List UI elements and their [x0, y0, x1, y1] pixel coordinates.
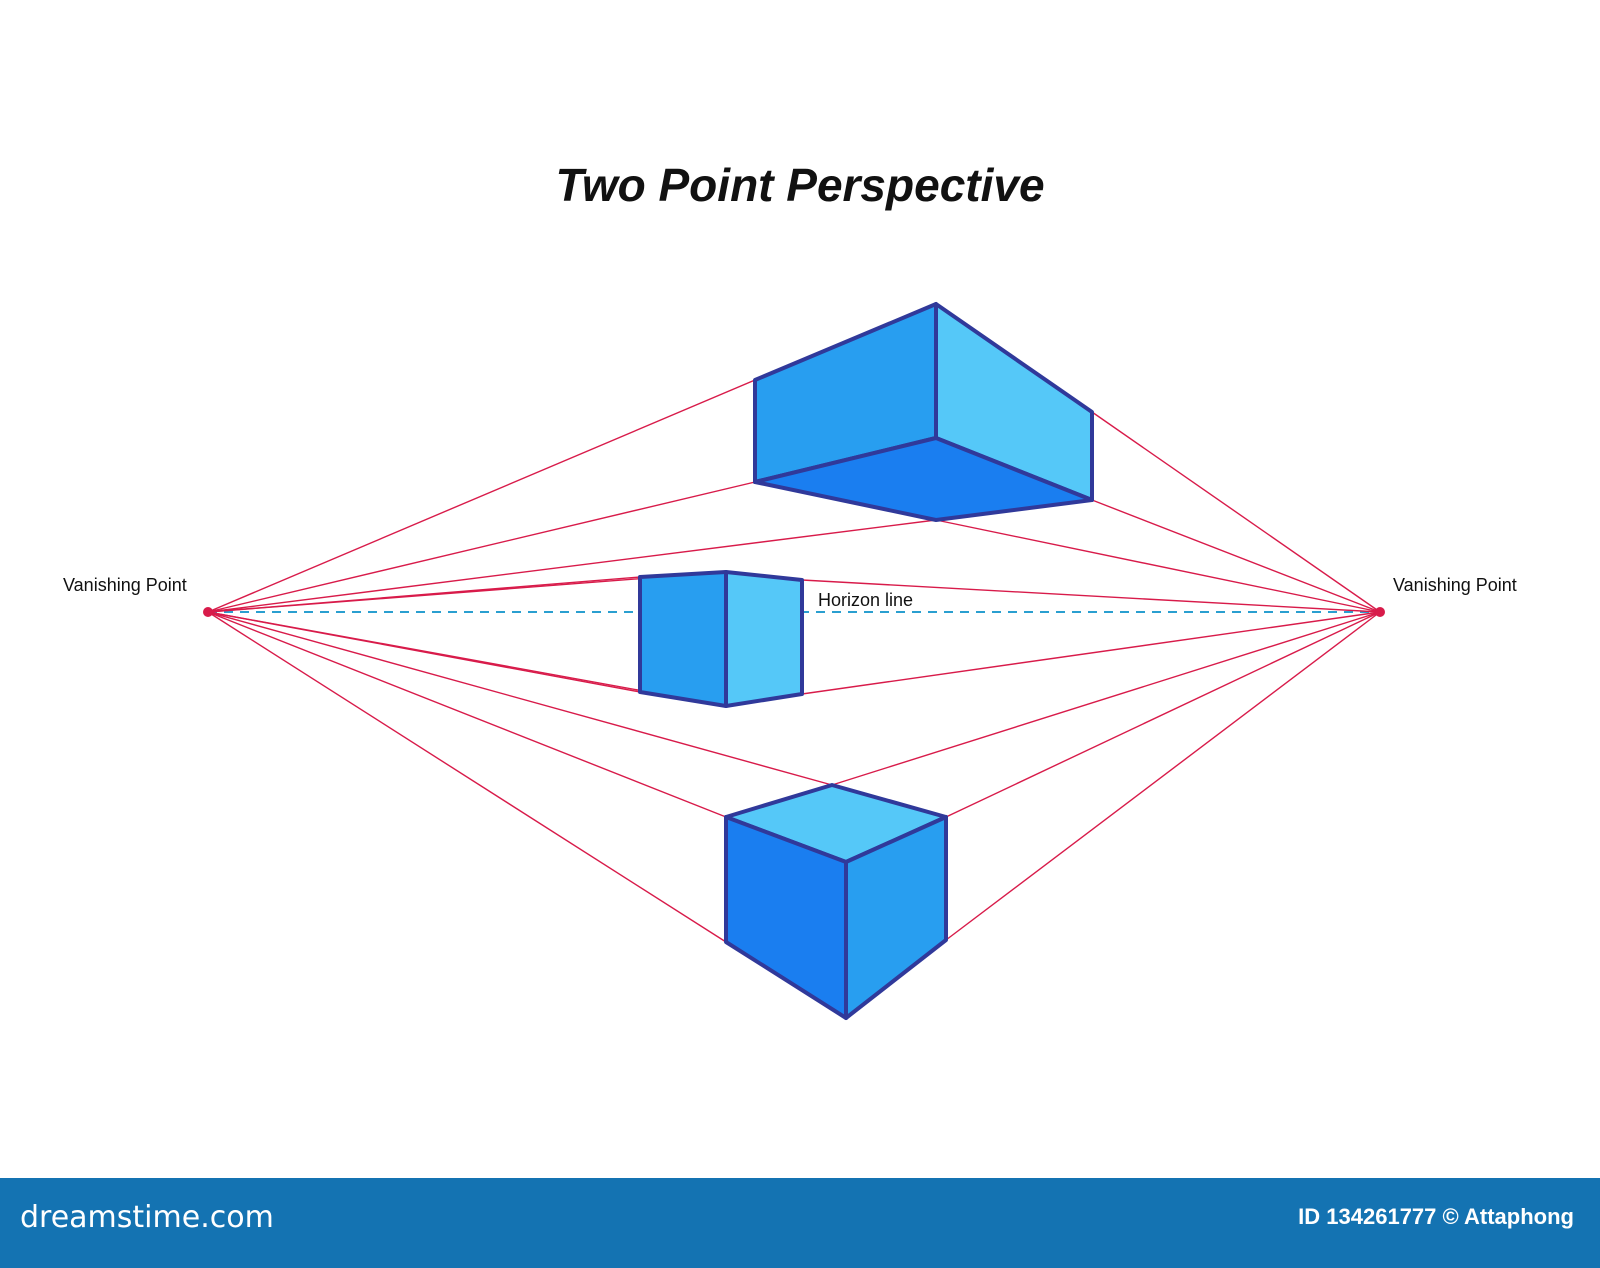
vanishing-point-right-marker	[1375, 607, 1385, 617]
vanishing-point-left-label: Vanishing Point	[63, 575, 187, 595]
footer-credit: ID 134261777 © Attaphong	[1298, 1204, 1574, 1229]
footer-bar: dreamstime.com ID 134261777 © Attaphong	[0, 1178, 1600, 1268]
guide-line	[207, 611, 727, 818]
guide-line	[1091, 499, 1381, 613]
right-guide-lines	[801, 411, 1381, 941]
box-top-bottom-face	[753, 436, 1094, 522]
box-bottom-right-face	[844, 815, 948, 1020]
left-guide-lines	[207, 379, 937, 943]
horizon-line-label: Horizon line	[818, 590, 914, 610]
box-middle-left-face	[638, 570, 728, 708]
guide-line	[207, 576, 641, 613]
guide-line	[801, 579, 1381, 613]
vanishing-point-left-marker	[203, 607, 213, 617]
guide-line	[207, 611, 833, 786]
guide-line	[207, 611, 727, 943]
footer-brand-logo: dreamstime.com	[20, 1200, 274, 1235]
vanishing-point-right-label: Vanishing Point	[1393, 575, 1517, 595]
guide-line	[935, 519, 1381, 613]
diagram-title: Two Point Perspective	[555, 159, 1045, 211]
box-on-horizon	[638, 570, 804, 708]
guide-line	[945, 611, 1381, 818]
perspective-diagram	[203, 302, 1385, 1020]
guide-line	[945, 611, 1381, 941]
guide-line	[207, 379, 756, 613]
box-below-horizon	[724, 783, 948, 1020]
box-middle-right-face	[724, 570, 804, 708]
guide-line	[207, 481, 756, 613]
guide-line	[207, 519, 937, 613]
guide-line	[801, 611, 1381, 695]
guide-line	[831, 611, 1381, 786]
guide-line	[1091, 411, 1381, 613]
box-above-horizon	[753, 302, 1094, 522]
